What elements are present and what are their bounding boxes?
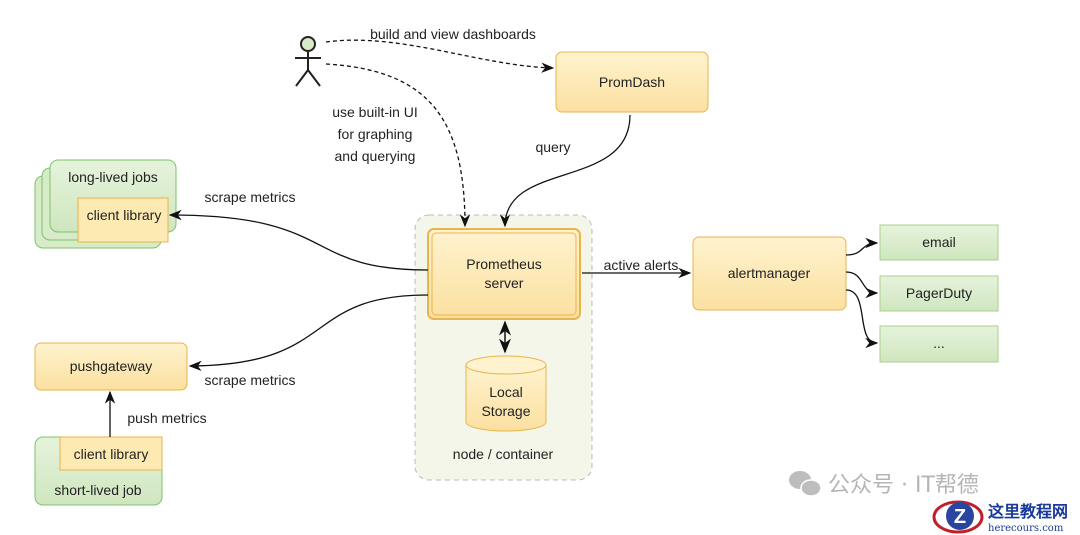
wechat-icon: [789, 471, 822, 497]
builtin-ui-edge: [325, 63, 471, 228]
short-lived-job-node[interactable]: client library short-lived job: [34, 436, 163, 506]
promdash-node[interactable]: PromDash: [555, 51, 709, 113]
svg-text:PromDash: PromDash: [599, 74, 665, 90]
pagerduty-edge: [845, 271, 879, 299]
svg-text:alertmanager: alertmanager: [728, 265, 811, 281]
svg-text:Prometheus: Prometheus: [466, 256, 541, 272]
push-label: push metrics: [127, 410, 206, 426]
svg-text:long-lived jobs: long-lived jobs: [68, 169, 158, 185]
svg-text:Local: Local: [489, 384, 522, 400]
svg-text:email: email: [922, 234, 955, 250]
scrape-pushgateway-edge: [188, 294, 429, 372]
query-label: query: [535, 139, 570, 155]
more-receivers-node[interactable]: ...: [879, 325, 999, 363]
svg-text:Storage: Storage: [481, 403, 530, 419]
email-node[interactable]: email: [879, 224, 999, 261]
svg-text:Z: Z: [954, 506, 966, 528]
watermark-text: 公众号 · IT帮德: [828, 473, 979, 498]
email-edge: [845, 237, 879, 256]
svg-text:client library: client library: [74, 446, 149, 462]
herecours-logo-icon: Z: [932, 500, 984, 534]
long-lived-jobs-node[interactable]: long-lived jobs client library: [34, 159, 177, 249]
pagerduty-node[interactable]: PagerDuty: [879, 275, 999, 312]
watermark: 公众号 · IT帮德 Z 这里教程网 herecours.com: [789, 471, 1068, 534]
builtin-ui-label-2: for graphing: [338, 126, 413, 142]
container-label: node / container: [453, 446, 554, 462]
svg-text:server: server: [485, 275, 524, 291]
pushgateway-node[interactable]: pushgateway: [34, 342, 188, 391]
builtin-ui-label-1: use built-in UI: [332, 104, 418, 120]
svg-text:...: ...: [933, 335, 945, 351]
prometheus-server-node[interactable]: Prometheus server: [427, 228, 581, 320]
user-stick-figure-icon: [295, 36, 321, 87]
client-library-label: client library: [87, 207, 162, 223]
alertmanager-node[interactable]: alertmanager: [692, 236, 847, 311]
dashboards-edge: [325, 39, 555, 73]
logo-url: herecours.com: [988, 523, 1064, 534]
query-edge: [499, 114, 631, 228]
svg-text:short-lived job: short-lived job: [54, 482, 141, 498]
logo-title: 这里教程网: [988, 502, 1068, 521]
more-edge: [845, 289, 879, 349]
svg-text:PagerDuty: PagerDuty: [906, 285, 972, 301]
local-storage-node[interactable]: Local Storage: [465, 355, 547, 432]
scrape-jobs-label: scrape metrics: [204, 189, 295, 205]
scrape-pushgateway-label: scrape metrics: [204, 372, 295, 388]
svg-text:pushgateway: pushgateway: [70, 358, 153, 374]
builtin-ui-label-3: and querying: [335, 148, 416, 164]
scrape-jobs-edge: [168, 209, 429, 271]
dashboards-label: build and view dashboards: [370, 26, 536, 42]
alerts-label: active alerts: [604, 257, 679, 273]
